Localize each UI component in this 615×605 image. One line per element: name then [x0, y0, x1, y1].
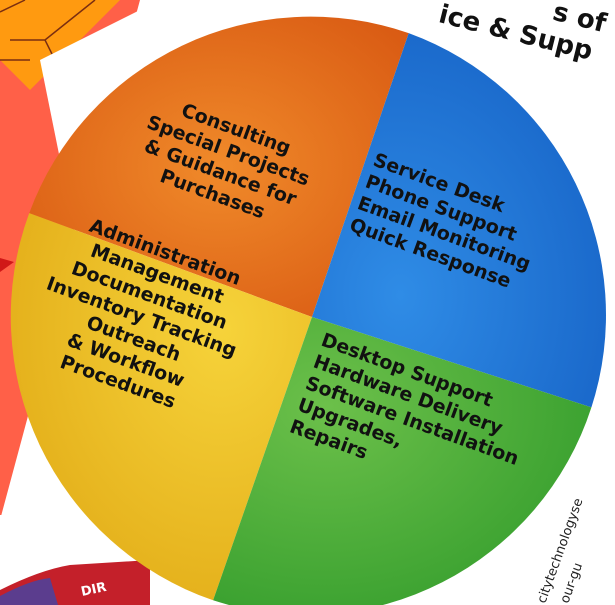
segment-administration-text: Administration Management Documentation …	[43, 215, 243, 413]
badge-text: DIR	[80, 580, 108, 600]
background-red-marker	[0, 258, 14, 272]
segment-desktop-support	[213, 317, 592, 605]
background-orange-wedge	[0, 0, 120, 90]
pie-chart: Consulting Special Projects & Guidance f…	[10, 16, 606, 605]
segment-service-desk	[312, 33, 606, 408]
segment-administration	[10, 213, 312, 601]
segment-consulting	[29, 16, 409, 317]
